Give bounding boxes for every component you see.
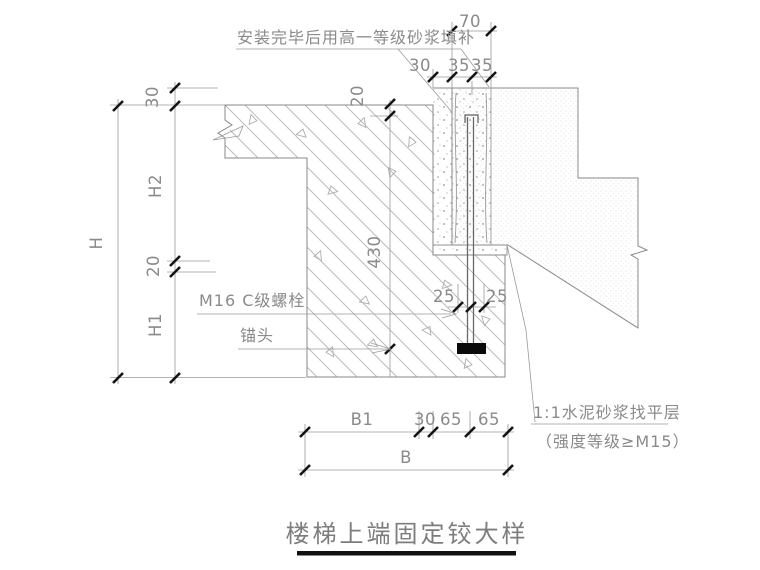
dim-bottom-b1: B1: [351, 410, 374, 429]
dim-top-half-b: 35: [471, 56, 493, 75]
dim-left-joint: 20: [144, 255, 163, 277]
drawing-title: 楼梯上端固定铰大样: [286, 520, 529, 556]
dim-left-finish: 30: [143, 86, 162, 108]
leveling-leader: [506, 244, 536, 423]
dimension-ticks: [112, 25, 514, 476]
page-title: 楼梯上端固定铰大样: [286, 520, 529, 548]
dim-bottom-total: B: [400, 448, 412, 467]
dim-left-upper: H2: [146, 174, 165, 198]
install-note-leader: [397, 48, 452, 112]
dim-top-gap: 30: [409, 56, 431, 75]
leveling-note-line2: （强度等级≥M15）: [536, 432, 690, 451]
dim-mid-offset: 20: [348, 85, 367, 107]
anchor-label: 锚头: [240, 326, 274, 345]
dim-bolt-right: 25: [486, 287, 508, 306]
dim-left-lower: H1: [146, 313, 165, 337]
mortar-gap: [433, 89, 452, 245]
dim-bottom-gap: 30: [414, 410, 436, 429]
annotations: 安装完毕后用高一等级砂浆填补 M16 C级螺栓 锚头 1:1水泥砂浆找平层 （强…: [197, 28, 690, 451]
dim-bottom-seg-b: 65: [478, 410, 500, 429]
dimension-texts: 70 30 35 35 30 H2 20 H1 H 20 430 25 25 B…: [87, 12, 508, 467]
break-arrow-icon: [212, 125, 244, 141]
title-underline: [297, 551, 516, 556]
install-note-leader-2: [460, 48, 490, 88]
dim-mid-depth: 430: [365, 236, 384, 269]
pocket-rough-edge-left: [454, 92, 457, 244]
bolt-pocket-fill: [452, 89, 491, 245]
bolt-top-plate: [464, 114, 479, 123]
anchor-head: [457, 343, 486, 354]
bolt-label: M16 C级螺栓: [199, 291, 305, 310]
dim-top-half-a: 35: [448, 56, 470, 75]
anchor-leader-arrow-icon: [370, 342, 392, 354]
dim-bolt-left: 25: [433, 287, 455, 306]
mortar-fill: [433, 87, 492, 245]
dim-left-total: H: [87, 237, 106, 250]
bolt-leader-arrow-icon: [440, 308, 458, 319]
aggregate-symbols: [248, 113, 491, 370]
install-note-label: 安装完毕后用高一等级砂浆填补: [237, 28, 475, 47]
leveling-layer: [432, 244, 508, 256]
dim-top-total: 70: [459, 12, 481, 31]
break-line-left-icon: [217, 112, 233, 146]
pocket-rough-edge-right: [485, 92, 488, 244]
break-mask: [630, 241, 646, 261]
leveling-note-line1: 1:1水泥砂浆找平层: [533, 403, 681, 422]
break-line-right-icon: [629, 240, 649, 266]
dim-bottom-seg-a: 65: [440, 410, 462, 429]
